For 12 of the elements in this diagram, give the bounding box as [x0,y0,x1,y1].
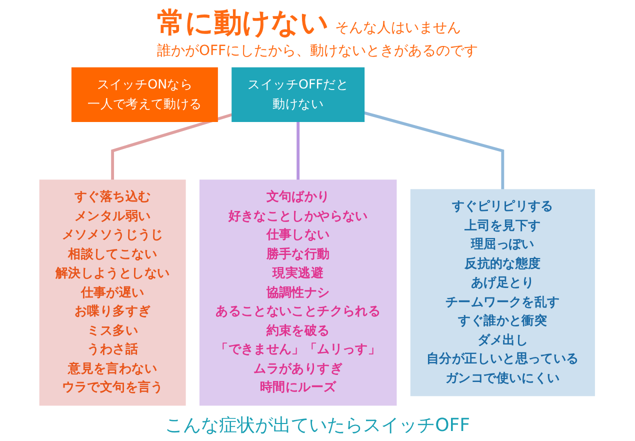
connector [296,122,300,180]
caption: こんな症状が出ていたらスイッチOFF [165,414,470,437]
node-box: すぐピリピリする 上司を見下す 理屈っぽい 反抗的な態度 あげ足とり チームワークを乱す すぐ誰かと衝突 ダメ出し 自分が正しいと思っている ガンコで使いにくい [410,189,596,396]
connector [111,113,233,180]
subtitle: そんな人はいません [334,20,461,36]
subtitle: 誰かがOFFにしたから、動けないときがあるのです [156,42,478,60]
title: 常に動けない [156,6,329,39]
node-box: スイッチOFFだと 動けない [232,67,365,122]
node-box: 文句ばかり 好きなことしかやらない 仕事しない 勝手な行動 現実逃避 協調性ナシ あることないことチクられる 約束を破る 「できません」「ムリっす」 ムラがありすぎ 時間にルーズ [200,180,398,406]
node-box: すぐ落ち込む メンタル弱い メソメソうじうじ 相談してこない 解決しようとしない 仕事が遅い お喋り多すぎ ミス多い うわさ話 意見を言わない ウラで文句を言う [40,180,186,406]
node-box: スイッチONなら 一人で考えて動ける [72,67,218,122]
connector [364,111,504,190]
